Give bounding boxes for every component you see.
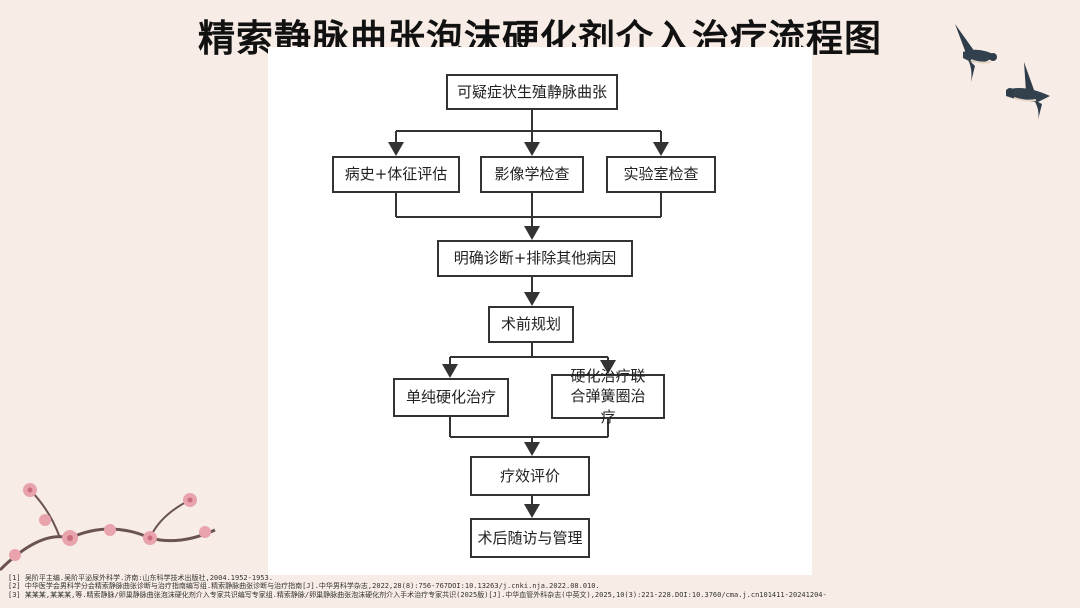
flow-node-start: 可疑症状生殖静脉曲张 (446, 74, 618, 110)
flow-node-history-exam: 病史+体征评估 (332, 156, 460, 193)
references: [1] 吴阶平主编.吴阶平泌尿外科学.济南:山东科学技术出版社,2004.195… (8, 574, 1078, 599)
flow-node-imaging: 影像学检查 (480, 156, 584, 193)
flow-node-preop-plan: 术前规划 (488, 306, 574, 343)
swallow-bird-icon (955, 24, 997, 82)
reference-item: [3] 某某某,某某某,等.精索静脉/卵巢静脉曲张泡沫硬化剂介入专家共识编写专家… (8, 590, 827, 599)
flowchart-connectors (388, 109, 669, 518)
flow-node-simple-sclerotherapy: 单纯硬化治疗 (393, 378, 509, 417)
cherry-blossom-branch-icon (0, 483, 216, 572)
flow-node-diagnosis: 明确诊断+排除其他病因 (437, 240, 633, 277)
flow-node-efficacy-evaluation: 疗效评价 (470, 456, 590, 496)
reference-item: [2] 中华医学会男科学分会精索静脉曲张诊断与治疗指南编写组.精索静脉曲张诊断与… (8, 582, 600, 591)
flowchart-panel: 可疑症状生殖静脉曲张 病史+体征评估 影像学检查 实验室检查 明确诊断+排除其他… (268, 47, 812, 575)
flow-node-combined-coil-therapy: 硬化治疗联合弹簧圈治疗 (551, 367, 665, 426)
flow-node-followup: 术后随访与管理 (470, 518, 590, 558)
swallow-bird-icon (1006, 62, 1050, 120)
reference-item: [1] 吴阶平主编.吴阶平泌尿外科学.济南:山东科学技术出版社,2004.195… (8, 574, 273, 582)
flow-node-lab: 实验室检查 (606, 156, 716, 193)
